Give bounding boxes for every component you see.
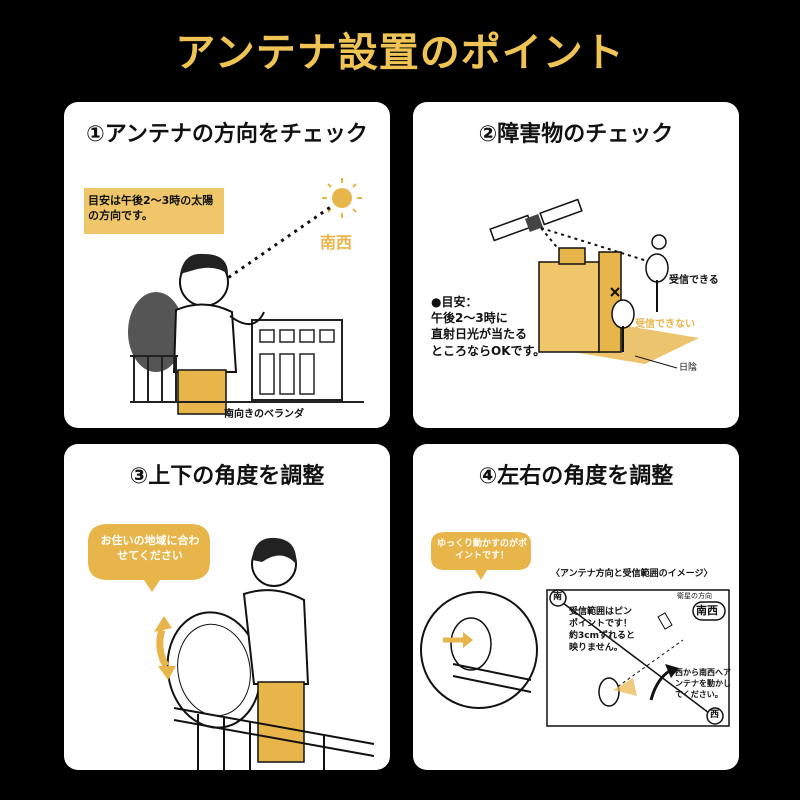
vertical-adjust-illustration: [88, 524, 375, 770]
panel-heading: ①アンテナの方向をチェック: [86, 122, 368, 147]
direction-label: 南西: [320, 233, 353, 252]
panel-obstacle-check: ②障害物のチェック ●目安： 午後2〜3時に 直射日光が当たる: [413, 102, 739, 428]
tip-bubble-text: ゆっくり動かすのがポイントです！: [437, 539, 528, 562]
panel-antenna-direction: ①アンテナの方向をチェック: [64, 102, 390, 428]
satellite-small-icon: [657, 612, 673, 630]
ok-label: 受信できる: [669, 275, 719, 286]
diagram-title: 〈アンテナ方向と受信範囲のイメージ〉: [551, 569, 713, 579]
south-label: 南: [553, 592, 563, 602]
veranda-caption: 南向きのベランダ: [224, 409, 304, 420]
person-figure: [242, 537, 310, 763]
turn-note: 西から南西へアンテナを動かしてください。: [675, 668, 731, 699]
satellite-icon: [489, 198, 583, 242]
antenna-ng-icon: [610, 287, 635, 352]
tree: [128, 292, 184, 372]
range-note: 受信範囲はピンポイントです！約3cmずれると映りません。: [569, 607, 635, 654]
panel-heading: ④左右の角度を調整: [478, 464, 674, 489]
closeup-antenna: [443, 617, 532, 693]
time-note: 目安は午後2〜3時の太陽の方向です。: [88, 194, 214, 222]
panel-heading: ③上下の角度を調整: [129, 464, 325, 489]
sun-icon: [322, 178, 362, 218]
tip-bubble: [88, 524, 210, 592]
direction-illustration: [84, 178, 364, 415]
antenna-ok-icon: [645, 234, 669, 312]
person-figure: [172, 253, 265, 415]
shade-label: 日陰: [679, 363, 698, 373]
panel-vertical-angle: ③上下の角度を調整 お住いの地域に合わせてください: [64, 444, 390, 770]
horizontal-adjust-illustration: [420, 532, 730, 727]
west-label: 西: [710, 710, 720, 720]
rotate-arrows-icon: [154, 616, 176, 680]
veranda-railing: [173, 707, 375, 770]
direction-label: 南西: [696, 604, 718, 617]
satellite-direction-label: 衛星の方向: [677, 592, 712, 600]
note-box: [84, 188, 224, 234]
building-obstacle: [538, 247, 622, 353]
south-marker: [549, 589, 567, 607]
panel-horizontal-angle: ④左右の角度を調整 ゆっくり動かすのがポイントです！ 〈アンテナ方向と受信範囲の…: [413, 444, 739, 770]
turn-arrow-icon: [665, 664, 679, 678]
west-marker: [706, 707, 724, 725]
sight-line: [221, 204, 333, 284]
page-title: アンテナ設置のポイント: [175, 30, 625, 76]
panel-heading: ②障害物のチェック: [478, 122, 674, 147]
tip-bubble-text: お住いの地域に合わせてください: [100, 534, 200, 562]
diagram-antenna: [598, 677, 620, 707]
time-note: ●目安： 午後2〜3時に 直射日光が当たる ところならOKです。: [431, 295, 546, 358]
obstacle-illustration: [489, 198, 699, 369]
shadow-area: [573, 326, 699, 364]
ng-label: 受信できない: [635, 319, 695, 330]
tip-bubble: [431, 532, 531, 580]
veranda-railing: [130, 355, 364, 403]
